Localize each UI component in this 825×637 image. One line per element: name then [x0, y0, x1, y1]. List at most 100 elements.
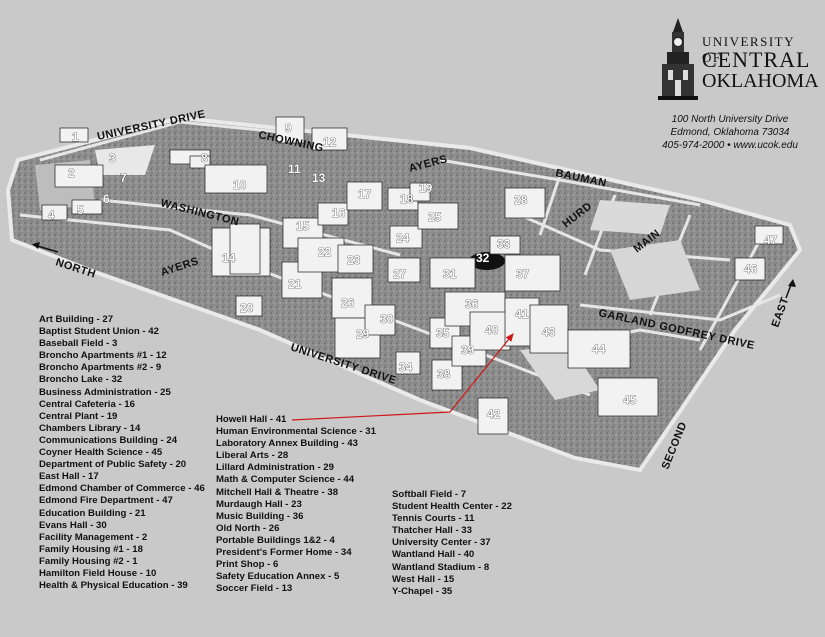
building-number-1: 1 [72, 130, 79, 144]
legend-entry: Murdaugh Hall - 23 [216, 498, 302, 510]
legend-entry: Art Building - 27 [39, 314, 114, 325]
building-number-35: 35 [436, 326, 450, 340]
legend-entry: Family Housing #2 - 1 [39, 555, 138, 567]
building-number-34: 34 [399, 360, 413, 374]
building-number-5: 5 [77, 203, 84, 217]
legend-entry: Human Environmental Science - 31 [216, 426, 376, 438]
east-arrow-icon [785, 279, 796, 299]
building-number-28: 28 [514, 193, 528, 207]
legend-entry: Broncho Apartments #2 - 9 [39, 362, 162, 374]
legend-entry: Chambers Library - 14 [39, 422, 141, 434]
legend-entry: West Hall - 15 [392, 573, 455, 585]
clock-tower-icon [658, 18, 698, 100]
legend-entry: Evans Hall - 30 [39, 519, 107, 531]
legend-entry: Tennis Courts - 11 [392, 513, 475, 525]
building-number-32: 32 [476, 251, 490, 265]
building-number-21: 21 [288, 277, 302, 291]
building-number-39: 39 [461, 343, 475, 357]
legend-entry: Central Plant - 19 [39, 410, 118, 422]
building-number-11: 11 [288, 162, 301, 176]
legend-entry: Coyner Health Science - 45 [39, 447, 163, 459]
building-number-4: 4 [48, 208, 55, 222]
legend-entry: President's Former Home - 34 [216, 547, 352, 559]
building-number-23: 23 [347, 253, 361, 267]
legend-entry: Department of Public Safety - 20 [39, 459, 187, 471]
building-number-13: 13 [312, 171, 326, 185]
legend-entry: Broncho Lake - 32 [39, 374, 123, 386]
logo-university-of: UNIVERSITY OF [702, 34, 795, 65]
building-number-45: 45 [623, 393, 637, 407]
address-street: 100 North University Drive [671, 114, 789, 125]
building-shapes [41, 116, 784, 435]
building-number-29: 29 [356, 327, 370, 341]
building-number-22: 22 [318, 245, 332, 259]
building-number-33: 33 [497, 237, 511, 251]
legend-entry: Business Administration - 25 [39, 386, 171, 398]
building-number-3: 3 [109, 151, 116, 165]
legend-entry: Lillard Administration - 29 [216, 462, 334, 474]
legend-entry: Wantland Stadium - 8 [392, 561, 490, 573]
legend-entry: Mitchell Hall & Theatre - 38 [216, 486, 339, 498]
legend-entry: Laboratory Annex Building - 43 [216, 438, 358, 450]
building-number-24: 24 [396, 231, 410, 245]
field-northeast [590, 200, 670, 235]
address-city: Edmond, Oklahoma 73034 [670, 127, 790, 138]
howell-hall-pointer [291, 333, 514, 421]
building-number-37: 37 [516, 267, 530, 281]
field-east [610, 240, 700, 300]
building-number-44: 44 [592, 342, 606, 356]
legend-entry: Student Health Center - 22 [392, 501, 512, 513]
building-number-16: 16 [332, 206, 346, 220]
ucok-logo: UNIVERSITY OF CENTRAL OKLAHOMA [658, 18, 819, 100]
building-number-14: 14 [222, 251, 236, 265]
building-number-15: 15 [296, 219, 310, 233]
building-number-19: 19 [419, 181, 433, 195]
legend-entry: Hamilton Field House - 10 [39, 567, 157, 579]
building-number-6: 6 [103, 192, 110, 206]
legend-entry: Portable Buildings 1&2 - 4 [216, 534, 335, 546]
street-east: EAST [770, 295, 792, 329]
building-number-8: 8 [201, 151, 208, 165]
legend-entry: Softball Field - 7 [392, 489, 467, 500]
building-number-10: 10 [233, 178, 247, 192]
building-number-9: 9 [285, 121, 292, 135]
legend-entry: Baseball Field - 3 [39, 338, 118, 350]
logo-central: CENTRAL [702, 47, 811, 72]
legend-entry: Facility Management - 2 [39, 531, 148, 543]
building-number-38: 38 [437, 367, 451, 381]
legend-entry: Thatcher Hall - 33 [392, 525, 472, 537]
legend-entry: Education Building - 21 [39, 507, 146, 519]
broncho-lake [469, 252, 505, 270]
building-number-41: 41 [515, 307, 529, 321]
legend-entry: Math & Computer Science - 44 [216, 474, 355, 486]
building-number-27: 27 [393, 267, 407, 281]
building-number-42: 42 [487, 407, 501, 421]
legend-entry: Liberal Arts - 28 [216, 450, 289, 462]
building-number-12: 12 [323, 135, 337, 149]
legend-entry: University Center - 37 [392, 537, 491, 549]
plaza-east [520, 345, 600, 400]
legend-entry: Edmond Chamber of Commerce - 46 [39, 483, 205, 495]
legend-entry: Communications Building - 24 [39, 434, 178, 446]
legend-entry: Health & Physical Education - 39 [39, 580, 188, 592]
legend-entry: Old North - 26 [216, 522, 280, 534]
address-contact: 405-974-2000 • www.ucok.edu [662, 140, 798, 151]
building-number-46: 46 [744, 262, 758, 276]
building-number-30: 30 [380, 312, 394, 326]
legend-entry: Safety Education Annex - 5 [216, 571, 340, 583]
building-number-25: 25 [428, 210, 442, 224]
building-number-43: 43 [542, 325, 556, 339]
legend-entry: East Hall - 17 [39, 471, 99, 483]
legend-entry: Wantland Hall - 40 [392, 549, 475, 561]
legend-entry: Soccer Field - 13 [216, 583, 293, 595]
building-number-36: 36 [465, 297, 479, 311]
building-number-26: 26 [341, 296, 355, 310]
logo-oklahoma: OKLAHOMA [702, 70, 819, 92]
address-block: 100 North University Drive Edmond, Oklah… [640, 113, 820, 152]
building-number-7: 7 [120, 171, 127, 185]
building-number-20: 20 [240, 301, 254, 315]
